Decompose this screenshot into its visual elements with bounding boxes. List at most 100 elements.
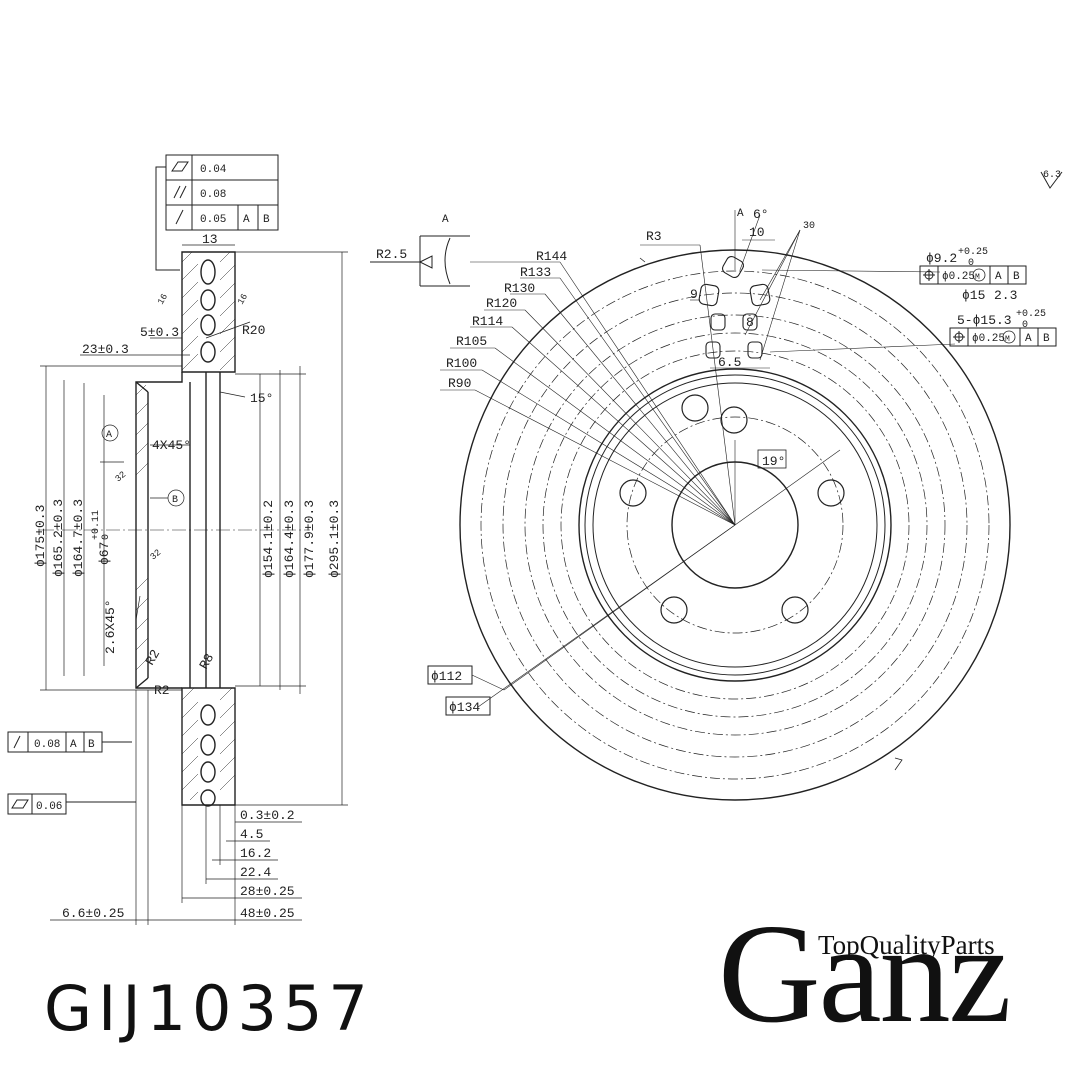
dia-175: ϕ175±0.3 (33, 505, 48, 567)
bolt-hole (781, 596, 809, 624)
detail-a-label: A (442, 214, 449, 226)
runout-side-datum-a: A (70, 739, 77, 751)
hub-dia: ϕ134 (445, 696, 491, 716)
dia-177: ϕ177.9±0.3 (302, 500, 317, 578)
radius-r8: R8 (196, 651, 217, 672)
radius-r144: R144 (536, 249, 567, 264)
radius-r20: R20 (242, 323, 265, 338)
hole-9-2-tol-upper: +0.25 (958, 247, 988, 258)
flatness-side-icon (11, 799, 29, 809)
angle-6: 6° (753, 207, 769, 222)
hat-outer (578, 368, 892, 682)
radius-r2-a: R2 (142, 647, 163, 668)
radius-r3: R3 (646, 229, 662, 244)
runout-icon (175, 209, 184, 225)
radius-leaders (440, 210, 956, 708)
section-bottom-dims (50, 690, 302, 925)
angle-15: 15° (250, 391, 273, 406)
bolt-hole (660, 596, 688, 624)
dia-165: ϕ165.2±0.3 (51, 499, 66, 577)
bolt-hole (619, 479, 647, 507)
width-13: 13 (202, 232, 218, 247)
position-datum-b-15-3: B (1043, 333, 1050, 345)
diameter-labels: ϕ175±0.3 ϕ165.2±0.3 ϕ164.7±0.3 ϕ67 +0.11… (33, 499, 342, 578)
flatness-value: 0.04 (200, 164, 227, 176)
brand-logo: Ganz (718, 894, 1012, 1052)
holes-5x15-3-tol-lower: 0 (1022, 320, 1028, 331)
dia-295: ϕ295.1±0.3 (327, 500, 342, 578)
runout-side-value: 0.08 (34, 739, 60, 751)
dim-5: 5±0.3 (140, 325, 179, 340)
vent-slots (698, 255, 771, 359)
roughness-16-right: 16 (236, 292, 250, 306)
surface-finish-value: 6.3 (1043, 170, 1061, 181)
radius-r100: R100 (446, 356, 477, 371)
holes-5x15-3-tol-upper: +0.25 (1016, 309, 1046, 320)
front-view-labels: R3 R144 R133 R130 R120 R114 R105 R100 R9… (446, 207, 1046, 469)
dia-164-4: ϕ164.4±0.3 (282, 500, 297, 578)
position-value-15-3: ϕ0.25 (972, 333, 1005, 345)
dim-8: 8 (746, 315, 754, 330)
locating-hole (720, 406, 748, 434)
tolerance-frame-runout-side: 0.08 A B (7, 731, 132, 753)
radius-r90: R90 (448, 376, 471, 391)
dia-67-tol-lower: 0 (101, 534, 112, 540)
section-view: 0.04 0.08 0.05 A B (7, 154, 348, 925)
roughness-30: 30 (803, 221, 815, 232)
tolerance-frame-parallelism: 0.08 (165, 179, 279, 206)
diameter-dimensions (40, 251, 348, 806)
runout-side-icon (13, 735, 21, 749)
dim-48: 48±0.25 (240, 906, 295, 921)
angle-19-box (757, 449, 787, 469)
flatness-icon (171, 161, 189, 172)
radius-r2-b: R2 (154, 683, 170, 698)
dia-67-tol-upper: +0.11 (91, 510, 102, 540)
hole-15: ϕ15 (962, 288, 985, 303)
radius-r105: R105 (456, 334, 487, 349)
dim-6-6: 6.6±0.25 (62, 906, 124, 921)
parallelism-value: 0.08 (200, 189, 226, 201)
position-datum-a-9-2: A (995, 271, 1002, 283)
position-datum-b-9-2: B (1013, 271, 1020, 283)
roughness-16-left: 16 (156, 292, 170, 306)
bolt-holes (619, 394, 845, 624)
mmc-modifier-15-3: M (1005, 335, 1010, 344)
dim-28: 28±0.25 (240, 884, 295, 899)
roughness-32-b: 32 (149, 548, 164, 563)
runout-value: 0.05 (200, 214, 226, 226)
dia-67: ϕ67 (97, 542, 112, 565)
position-frame-15-3: ϕ0.25 M A B (949, 327, 1057, 347)
hole-9-2-tol-lower: 0 (968, 258, 974, 269)
section-top-labels: 13 5±0.3 23±0.3 R20 15° 4X45° 2.6X45° R2… (82, 232, 273, 698)
dia-112: ϕ112 (431, 669, 462, 684)
bolt-circle-dia: ϕ112 (427, 665, 505, 691)
runout-side-datum-b: B (88, 739, 95, 751)
roughness-32-a: 32 (114, 470, 129, 485)
radius-r120: R120 (486, 296, 517, 311)
front-view: R3 R144 R133 R130 R120 R114 R105 R100 R9… (427, 207, 1057, 801)
dia-134: ϕ134 (449, 700, 480, 715)
bolt-hole (817, 479, 845, 507)
parallelism-icon (173, 185, 187, 199)
tolerance-frame-flatness-side: 0.06 (7, 793, 136, 815)
mmc-icon (1002, 330, 1016, 344)
datum-ref-a: A (243, 214, 250, 226)
section-hatching (135, 251, 236, 801)
brand-tagline: TopQualityParts (818, 930, 995, 960)
mmc-modifier-9-2: M (975, 273, 980, 282)
dim-16-2: 16.2 (240, 846, 271, 861)
depth-2-3: 2.3 (994, 288, 1017, 303)
bolt-hole (681, 394, 709, 422)
section-bottom-labels: 0.3±0.2 4.5 16.2 22.4 28±0.25 48±0.25 6.… (62, 808, 295, 921)
part-number: GIJ10357 (44, 972, 374, 1045)
datum-a-front: A (737, 208, 744, 220)
radius-r130: R130 (504, 281, 535, 296)
datum-b-label: B (172, 495, 178, 506)
tolerance-frame-runout: 0.05 A B (165, 204, 279, 231)
hole-9-2: ϕ9.2 (926, 251, 957, 266)
datum-a-label: A (106, 430, 112, 441)
dim-22-4: 22.4 (240, 865, 271, 880)
radius-r133: R133 (520, 265, 551, 280)
dim-10: 10 (749, 225, 765, 240)
